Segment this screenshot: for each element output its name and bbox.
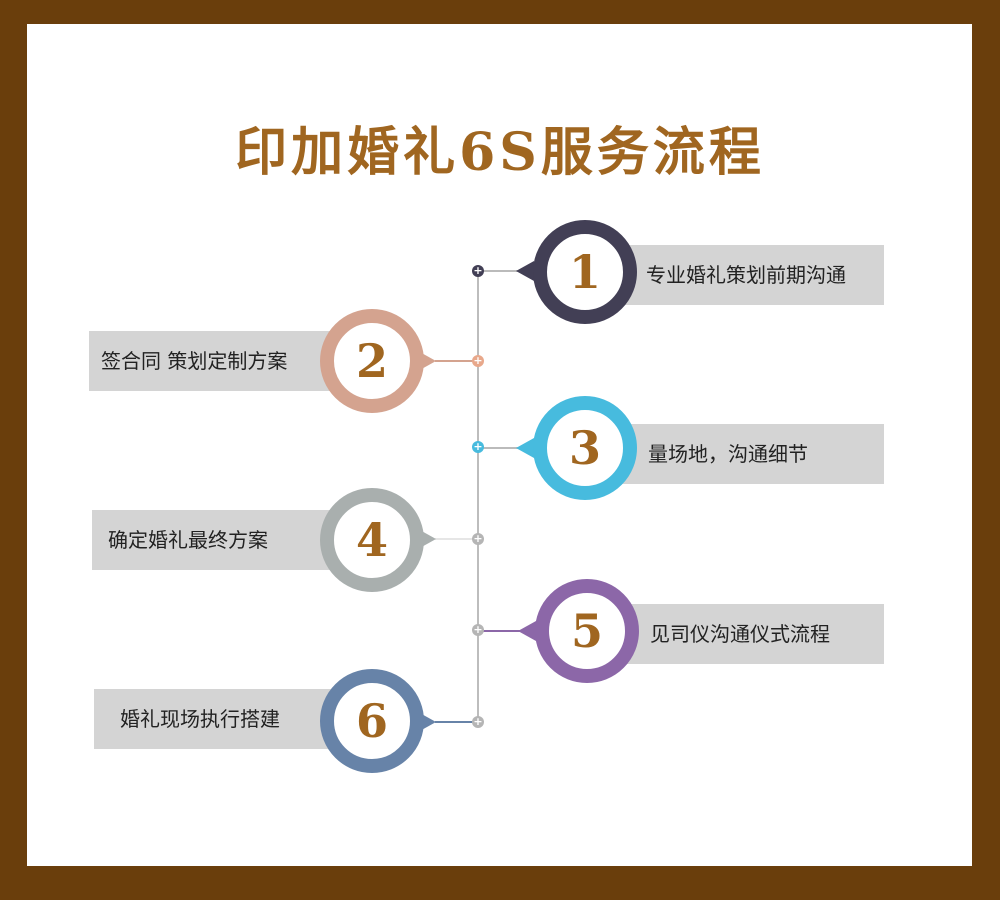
step-label: 专业婚礼策划前期沟通 bbox=[600, 245, 884, 305]
plus-icon: + bbox=[472, 264, 484, 277]
pointer-icon bbox=[516, 261, 534, 281]
step-number-circle: 1 bbox=[533, 220, 637, 324]
pointer-icon bbox=[516, 438, 534, 458]
connector bbox=[435, 360, 480, 362]
step-number-circle: 4 bbox=[320, 488, 424, 592]
step-label: 签合同 策划定制方案 bbox=[89, 331, 359, 391]
plus-icon: + bbox=[472, 623, 484, 636]
step-number-circle: 6 bbox=[320, 669, 424, 773]
connector bbox=[478, 447, 523, 449]
step-number-circle: 2 bbox=[320, 309, 424, 413]
step-label: 婚礼现场执行搭建 bbox=[94, 689, 360, 749]
page-title: 印加婚礼6S服务流程 bbox=[235, 122, 765, 183]
connector bbox=[478, 270, 523, 272]
plus-icon: + bbox=[472, 354, 484, 367]
step-label: 见司仪沟通仪式流程 bbox=[600, 604, 884, 664]
step-label: 确定婚礼最终方案 bbox=[92, 510, 360, 570]
plus-icon: + bbox=[472, 715, 484, 728]
step-number-circle: 5 bbox=[535, 579, 639, 683]
plus-icon: + bbox=[472, 532, 484, 545]
connector bbox=[478, 630, 523, 632]
step-label: 量场地，沟通细节 bbox=[600, 424, 884, 484]
pointer-icon bbox=[518, 621, 536, 641]
connector bbox=[435, 538, 480, 540]
plus-icon: + bbox=[472, 440, 484, 453]
connector bbox=[435, 721, 480, 723]
step-number-circle: 3 bbox=[533, 396, 637, 500]
timeline-line bbox=[477, 271, 479, 722]
